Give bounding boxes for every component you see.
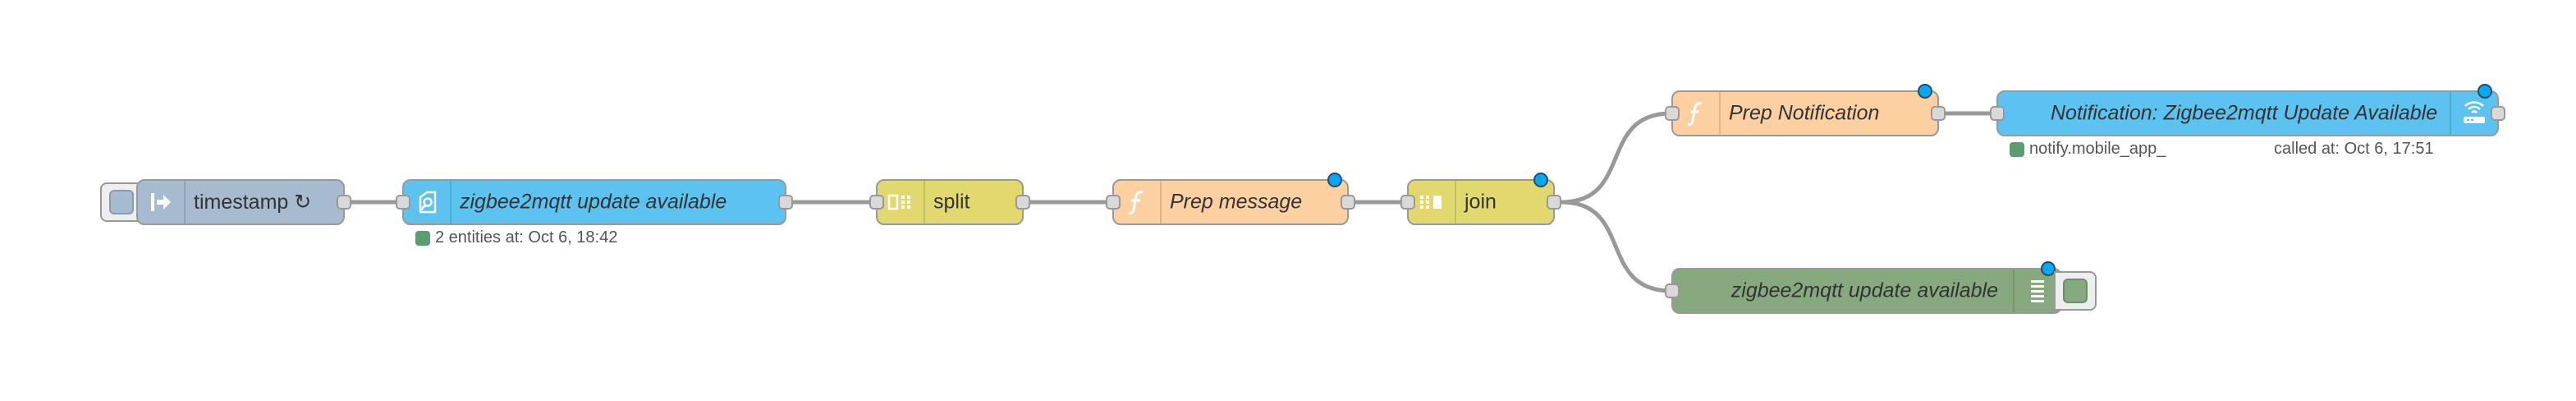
inject-button[interactable] [100, 182, 143, 222]
node-debug-changed-indicator [2041, 261, 2056, 276]
node-join-input-port[interactable] [1400, 195, 1415, 210]
node-zigbee-sensor-label: zigbee2mqtt update available [460, 190, 727, 214]
node-timestamp-label: timestamp ↻ [194, 191, 312, 214]
node-zigbee-sensor-output-port[interactable] [778, 195, 793, 210]
node-split-label: split [933, 190, 970, 214]
node-prep-notification-input-port[interactable] [1665, 106, 1680, 121]
node-notification-status: notify.mobile_app_ [2010, 140, 2166, 159]
inject-button-face [109, 190, 134, 214]
wire-join-to-prep-notification[interactable] [1561, 111, 1672, 205]
status-indicator-green [2010, 141, 2024, 157]
node-notification-status-time: called at: Oct 6, 17:51 [2274, 140, 2434, 159]
node-timestamp[interactable]: timestamp ↻ [136, 179, 351, 225]
node-zigbee-sensor-status: 2 entities at: Oct 6, 18:42 [415, 228, 617, 247]
node-zigbee-sensor-input-port[interactable] [396, 195, 410, 210]
node-prep-notification-output-port[interactable] [1931, 106, 1946, 121]
node-prep-notification[interactable]: Prep Notification [1665, 84, 1946, 136]
node-debug[interactable]: zigbee2mqtt update available [1665, 261, 2062, 314]
node-split[interactable]: split [869, 179, 1030, 225]
function-icon [1673, 92, 1721, 135]
node-join-changed-indicator [1533, 173, 1548, 187]
function-icon [1114, 181, 1162, 224]
node-prep-message[interactable]: Prep message [1106, 173, 1355, 225]
node-join-label: join [1464, 190, 1497, 214]
router-icon [2450, 92, 2497, 135]
wire-join-to-debug[interactable] [1561, 200, 1672, 293]
node-split-output-port[interactable] [1015, 195, 1030, 210]
node-prep-notification-changed-indicator [1918, 84, 1932, 99]
list-icon [2013, 270, 2060, 312]
node-prep-message-input-port[interactable] [1106, 195, 1121, 210]
node-debug-label: zigbee2mqtt update available [1730, 279, 1998, 302]
split-icon [878, 181, 925, 224]
node-notification-label: Notification: Zigbee2mqtt Update Availab… [2051, 101, 2438, 125]
node-prep-message-label: Prep message [1170, 190, 1303, 214]
node-timestamp-output-port[interactable] [337, 195, 351, 210]
node-join[interactable]: join [1400, 173, 1561, 225]
node-notification-input-port[interactable] [1990, 106, 2005, 121]
search-icon [404, 181, 451, 224]
node-split-input-port[interactable] [869, 195, 884, 210]
node-prep-message-changed-indicator [1327, 173, 1342, 187]
node-zigbee-sensor[interactable]: zigbee2mqtt update available [396, 179, 793, 225]
debug-toggle-button[interactable] [2054, 271, 2097, 311]
status-indicator-green [415, 230, 430, 246]
node-notification[interactable]: Notification: Zigbee2mqtt Update Availab… [1990, 84, 2505, 136]
node-notification-output-port[interactable] [2491, 106, 2505, 121]
arrow-right-icon [138, 181, 186, 224]
node-notification-changed-indicator [2477, 84, 2492, 99]
node-prep-message-output-port[interactable] [1341, 195, 1355, 210]
node-zigbee-sensor-status-text: 2 entities at: Oct 6, 18:42 [435, 228, 618, 247]
node-join-output-port[interactable] [1547, 195, 1561, 210]
node-prep-notification-label: Prep Notification [1729, 101, 1880, 125]
join-icon [1409, 181, 1456, 224]
debug-toggle-button-face [2063, 279, 2088, 303]
node-notification-status-time-text: called at: Oct 6, 17:51 [2274, 140, 2434, 158]
node-notification-status-service: notify.mobile_app_ [2029, 140, 2166, 158]
node-debug-input-port[interactable] [1665, 283, 1680, 298]
